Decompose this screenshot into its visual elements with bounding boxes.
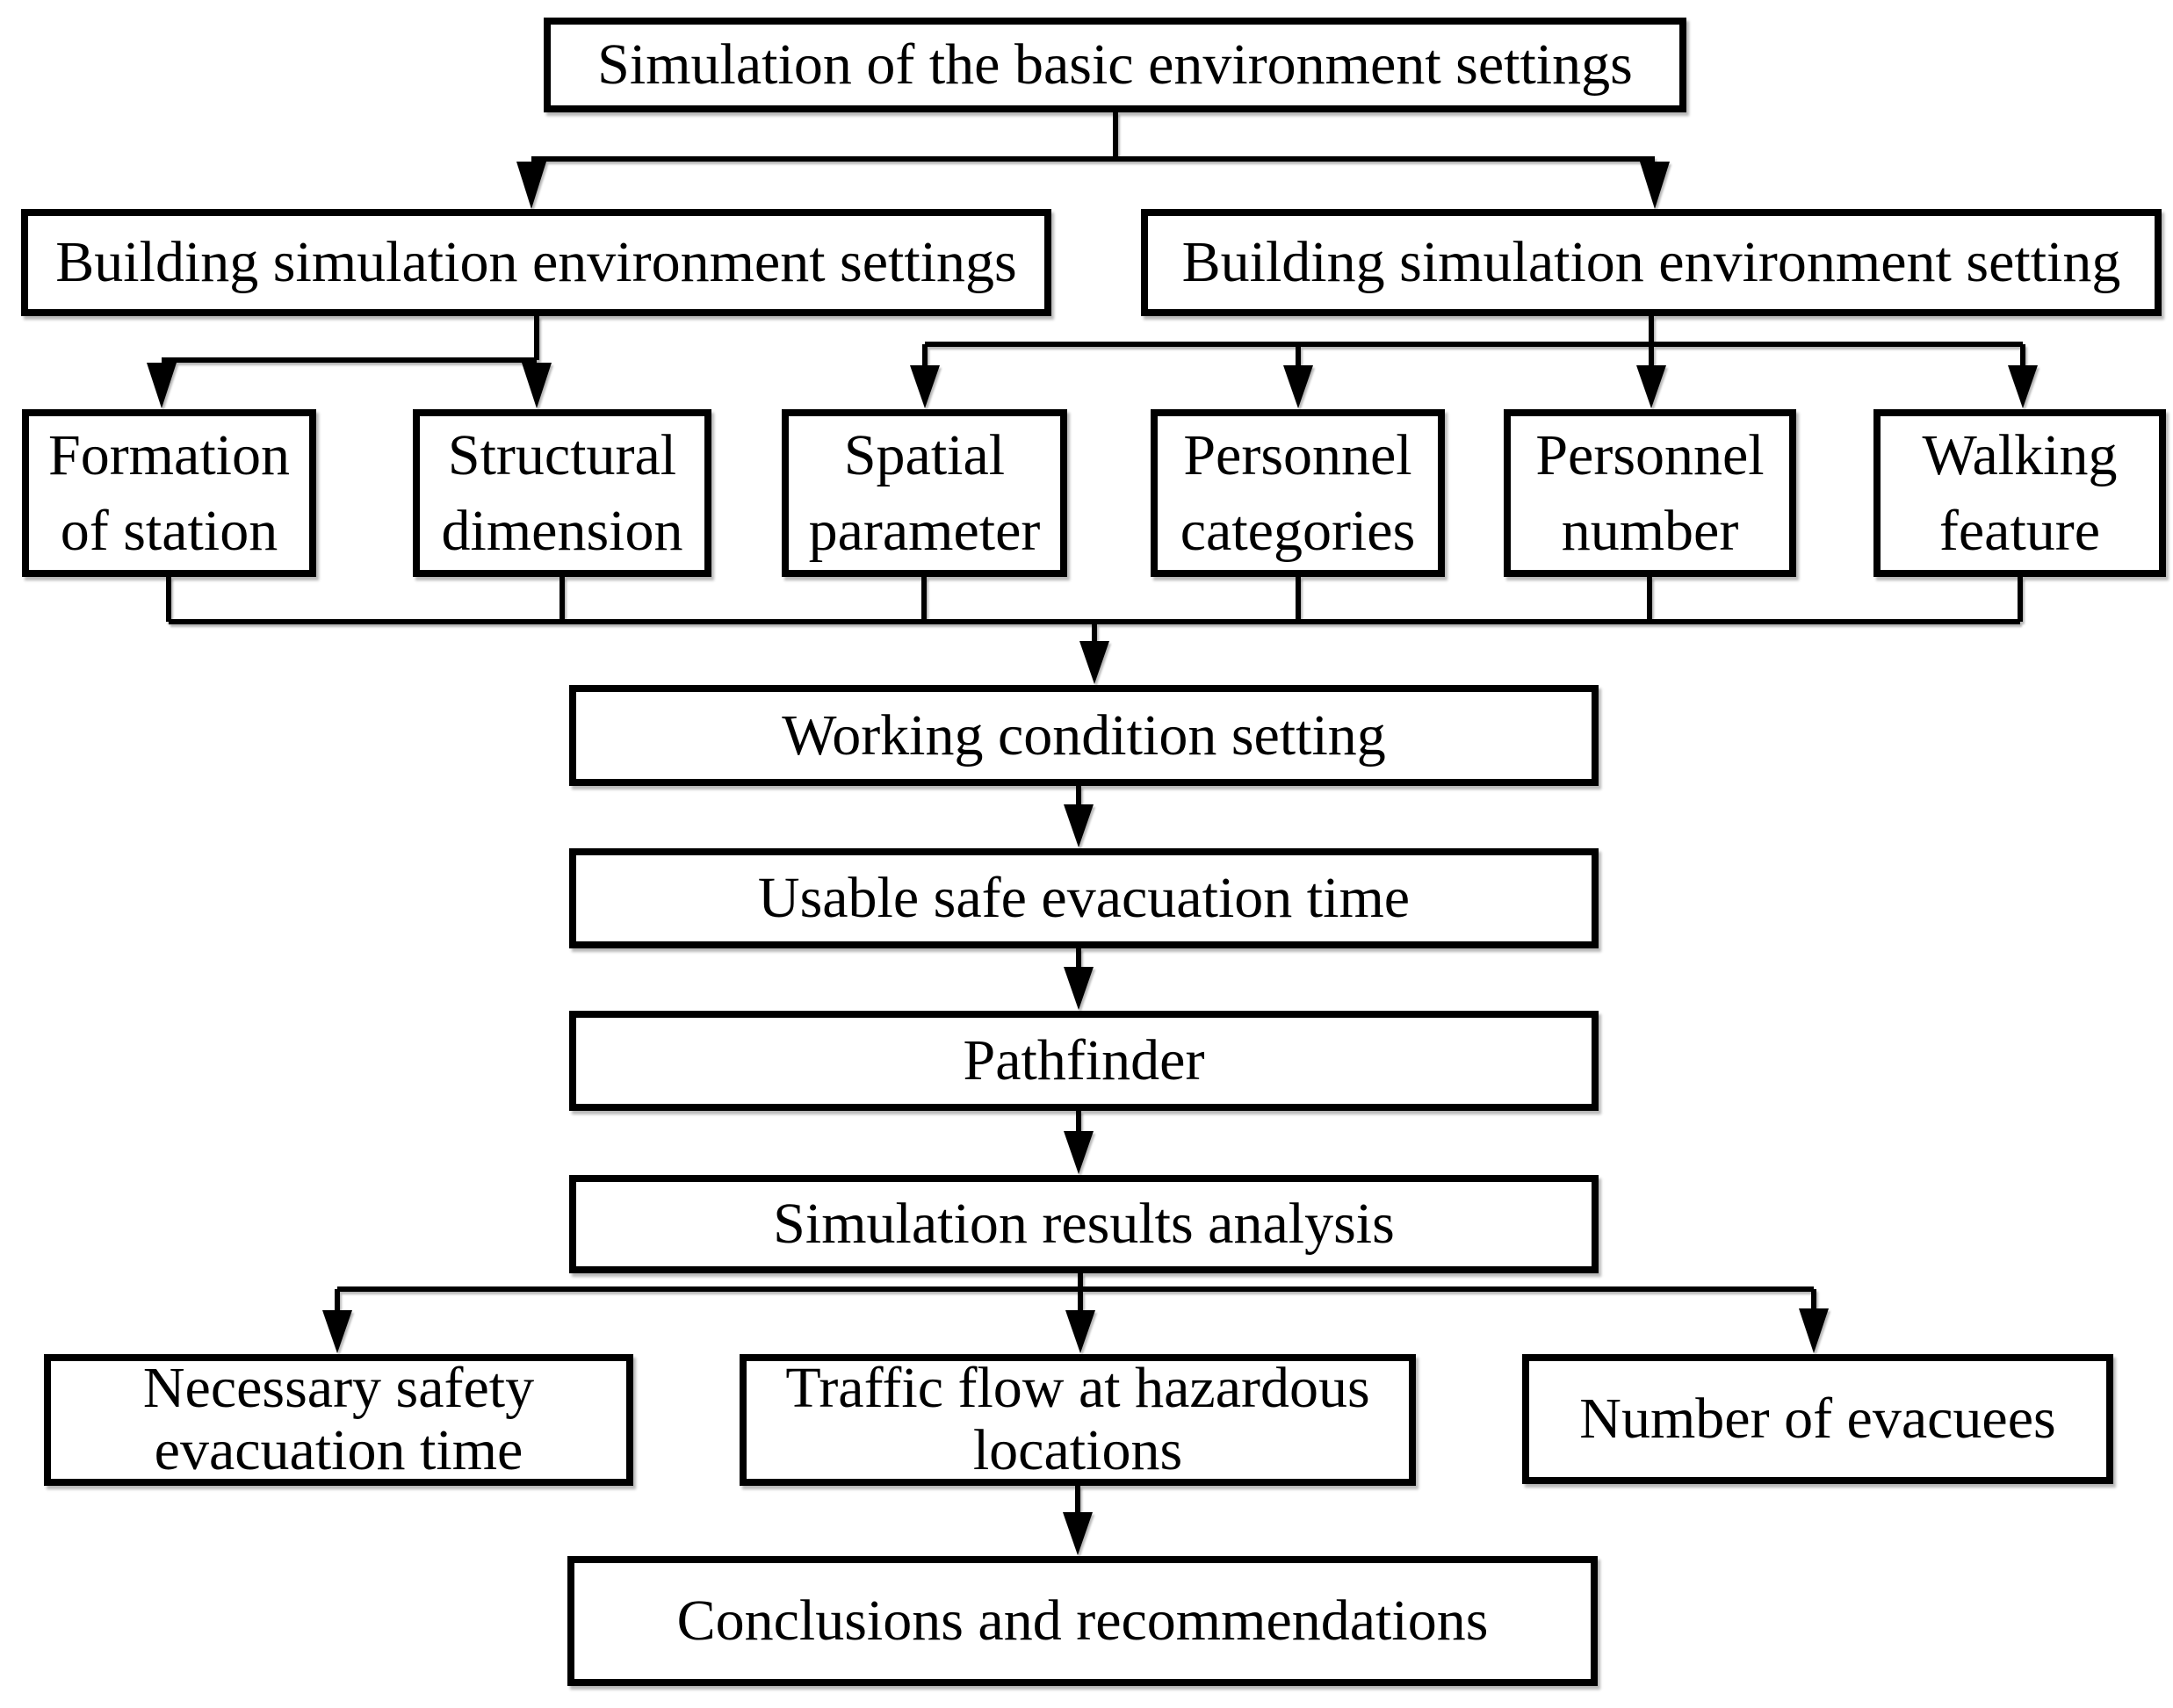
node-building-left: Building simulation environment settings — [21, 209, 1051, 316]
node-personnel-categories: Personnel categories — [1151, 409, 1445, 577]
arrowhead-to-spatial — [910, 365, 940, 408]
arrowhead-to-necessary — [322, 1310, 352, 1353]
arrowhead-to-number — [1636, 365, 1666, 408]
node-walking-feature: Walking feature — [1873, 409, 2166, 577]
arrowhead-to-categories — [1283, 365, 1313, 408]
node-building-right: Building simulation environment setting — [1141, 209, 2162, 316]
node-root: Simulation of the basic environment sett… — [544, 18, 1686, 112]
arrowhead-to-pathfinder — [1064, 967, 1094, 1010]
arrowhead-to-working-condition — [1079, 641, 1109, 684]
arrowhead-to-walking — [2008, 365, 2038, 408]
arrowhead-to-building-left — [516, 162, 546, 209]
arrowhead-to-evacuees — [1799, 1308, 1829, 1353]
node-formation-of-station: Formation of station — [22, 409, 316, 577]
arrowhead-to-building-right — [1640, 162, 1670, 209]
node-traffic-flow: Traffic flow at hazardous locations — [740, 1354, 1416, 1486]
node-necessary-safety-time: Necessary safety evacuation time — [44, 1354, 633, 1486]
arrowhead-to-usable — [1064, 804, 1094, 847]
arrowhead-to-structural — [522, 363, 552, 408]
node-conclusions: Conclusions and recommendations — [567, 1556, 1598, 1686]
node-usable-safe-time: Usable safe evacuation time — [569, 848, 1599, 948]
node-spatial-parameter: Spatial parameter — [782, 409, 1067, 577]
node-results-analysis: Simulation results analysis — [569, 1175, 1599, 1273]
arrowhead-to-conclusions — [1063, 1512, 1093, 1555]
node-personnel-number: Personnel number — [1504, 409, 1796, 577]
node-structural-dimension: Structural dimension — [413, 409, 711, 577]
arrowhead-to-traffic — [1065, 1310, 1095, 1353]
node-working-condition: Working condition setting — [569, 685, 1599, 786]
node-pathfinder: Pathfinder — [569, 1011, 1599, 1111]
arrowhead-to-formation — [147, 363, 177, 408]
arrowhead-to-results — [1064, 1131, 1094, 1174]
node-number-of-evacuees: Number of evacuees — [1522, 1354, 2113, 1484]
